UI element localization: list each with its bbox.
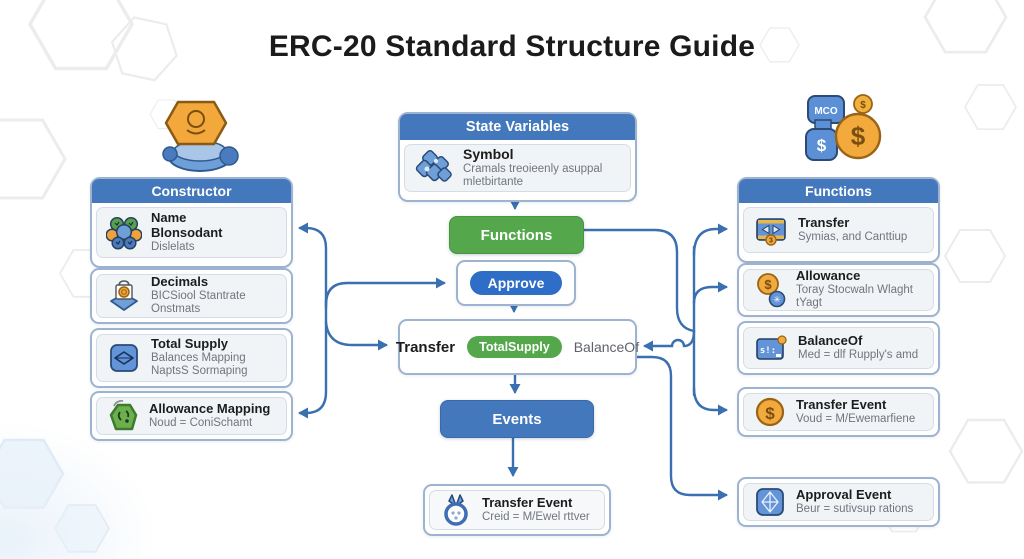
diamond-tile-icon [106,340,142,376]
balanceof-fn-item: s!: BalanceOf Med = dlf Rupply's amd [737,321,940,375]
name-item-title: Name [151,210,187,226]
allowance-fn-item-inner: $ ✳ Allowance Toray Stocwaln Wlaght tYag… [743,269,934,311]
transfer-event-fn-item: $ Transfer Event Voud = M/Ewemarfiene [737,387,940,437]
symbol-item-desc: Cramals treoieenly asuppal mletbirtante [463,162,603,188]
transfer-event-fn-item-inner: $ Transfer Event Voud = M/Ewemarfiene [743,393,934,431]
functions-panel-header: Functions [739,179,938,203]
approval-event-item-inner: Approval Event Beur = sutivsup rations [743,483,934,521]
allowance-fn-item: $ ✳ Allowance Toray Stocwaln Wlaght tYag… [737,263,940,317]
green-blob-icon [106,399,140,433]
transfer-label: Transfer [395,338,456,356]
transfer-event-node-inner: Transfer Event Creid = M/Ewel rttver [429,490,605,530]
allowance-snowflake: ✳ [773,295,781,305]
approval-event-item-desc: Beur = sutivsup rations [796,502,914,515]
corner-blue-wash [0,420,160,559]
total-supply-item-desc: Balances Mapping NaptsS Sormaping [151,352,248,378]
name-item-title2: Blonsodant [151,224,223,240]
transfer-event-node-desc: Creid = M/Ewel rttver [482,510,590,523]
transfer-event-node: Transfer Event Creid = M/Ewel rttver [423,484,611,536]
balanceof-fn-item-title: BalanceOf [798,333,863,349]
state-variables-header: State Variables [400,114,635,140]
transfer-totalsupply-balanceof-node: Transfer TotalSupply BalanceOf [395,319,640,375]
balanceof-fn-item-desc: Med = dlf Rupply's amd [798,348,919,361]
big-coin-dollar-label: $ [851,121,866,151]
hexagon-mascot-icon [162,100,239,172]
transfer-fn-item: 3 Transfer Symias, and Canttiup [743,207,934,253]
balanceof-fn-item-inner: s!: BalanceOf Med = dlf Rupply's amd [743,327,934,369]
decimals-item-title: Decimals [151,274,209,290]
transfer-event-node-title: Transfer Event [482,495,573,511]
molecule-cluster-icon [106,215,142,251]
allowance-coin-dollar: $ [764,277,772,292]
name-item-desc: Dislelats [151,240,195,253]
small-coin-dollar-label: $ [860,100,866,111]
transfer-event-fn-item-desc: Voud = M/Ewemarfiene [796,412,916,425]
allowance-mapping-item-title: Allowance Mapping [149,401,271,417]
decimals-item-inner: Decimals BICSiool Stantrate Onstmats [96,274,287,318]
decimals-item: Decimals BICSiool Stantrate Onstmats [90,268,293,324]
transfer-fn-item-desc: Symias, and Canttiup [798,230,908,243]
functions-panel: Functions 3 Transfer Symias, and Canttiu… [737,177,940,263]
screen-code-icon: s!: [753,331,789,365]
total-supply-item: Total Supply Balances Mapping NaptsS Sor… [90,328,293,388]
eth-diamond-icon [753,485,787,519]
name-item: Name Blonsodant Dislelats [96,207,287,258]
totalsupply-pill: TotalSupply [467,336,562,358]
approval-event-item-title: Approval Event [796,487,892,503]
transfer-event-coin-dollar: $ [765,404,775,423]
constructor-panel: Constructor Name Blonsodant Dislelats [90,177,293,268]
decimals-item-desc: BICSiool Stantrate Onstmats [151,290,246,316]
balanceof-label: BalanceOf [573,339,640,355]
allowance-mapping-item: Allowance Mapping Noud = ConiSchamt [90,391,293,441]
total-supply-item-inner: Total Supply Balances Mapping NaptsS Sor… [96,334,287,382]
dollar-coins-icon: $ ✳ [753,272,787,308]
functions-node: Functions [449,216,584,254]
approve-pill: Approve [469,271,563,295]
token-badge-label: MCO [814,106,838,117]
dollar-coin-icon: $ [753,395,787,429]
constructor-header: Constructor [92,179,291,203]
approval-event-item: Approval Event Beur = sutivsup rations [737,477,940,527]
total-supply-item-title: Total Supply [151,336,229,352]
allowance-mapping-item-inner: Allowance Mapping Noud = ConiSchamt [96,397,287,435]
monitor-arrows-icon: 3 [753,213,789,247]
allowance-fn-item-title: Allowance [796,268,861,284]
coin-banner-icon [106,279,142,313]
page-title: ERC-20 Standard Structure Guide [268,30,756,63]
badge-ribbon-icon [439,492,473,528]
allowance-fn-item-desc: Toray Stocwaln Wlaght tYagt [796,284,913,310]
transfer-fn-item-title: Transfer [798,215,850,231]
blue-dollar-label: $ [817,136,827,155]
symbol-item-title: Symbol [463,145,514,162]
token-coins-icon: MCO $ $ $ [805,94,882,161]
events-node: Events [440,400,594,438]
state-variables-panel: State Variables Symbol Cramals [398,112,637,202]
approve-node: Approve [456,260,576,306]
transfer-event-fn-item-title: Transfer Event [796,397,887,413]
symbol-item: Symbol Cramals treoieenly asuppal mletbi… [404,144,631,192]
allowance-mapping-item-desc: Noud = ConiSchamt [149,416,253,429]
transfer-badge-count: 3 [769,238,773,245]
balanceof-screen-glyphs: s!: [760,346,776,356]
token-cluster-icon [414,149,454,187]
